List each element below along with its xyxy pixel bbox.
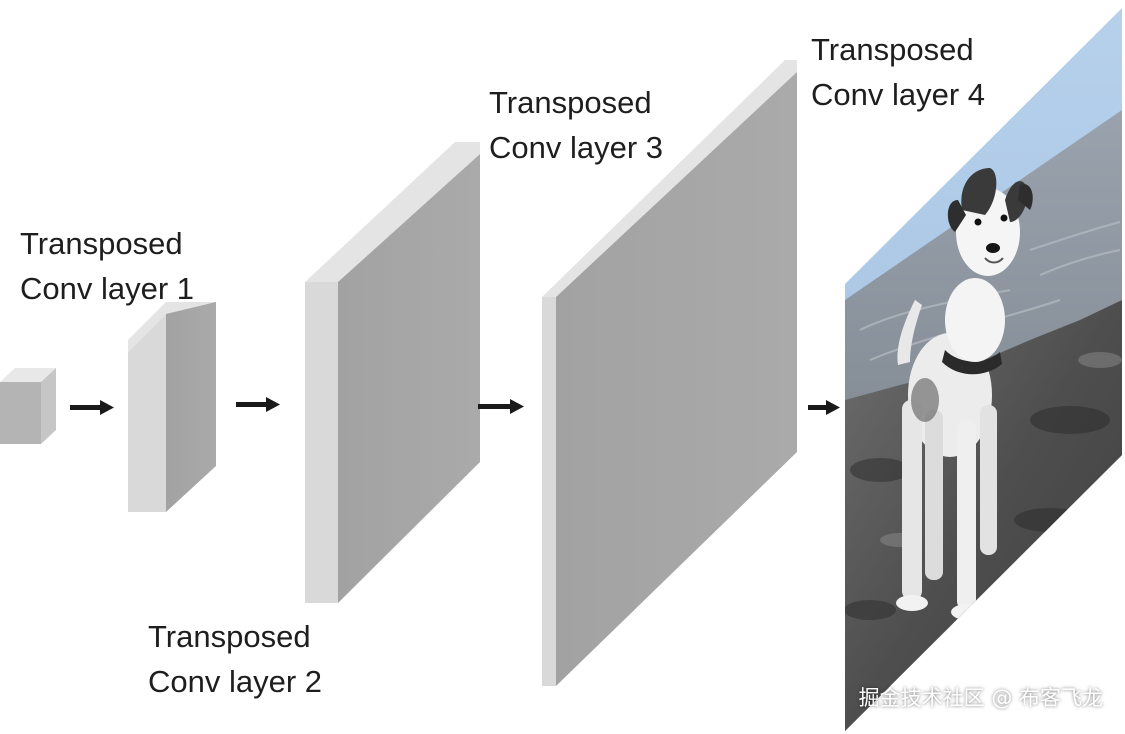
- conv-layer-3-block: [542, 60, 797, 686]
- conv-layer-3-label: Transposed Conv layer 3: [489, 80, 663, 170]
- conv-layer-2-block: [305, 142, 480, 603]
- conv-layer-1-label: Transposed Conv layer 1: [20, 221, 194, 311]
- label-line: Transposed: [148, 619, 311, 654]
- label-line: Transposed: [489, 85, 652, 120]
- arrow-icon: [236, 397, 280, 412]
- conv-layer-2-label: Transposed Conv layer 2: [148, 614, 322, 704]
- conv-layer-1-block: [128, 302, 216, 512]
- label-line: Conv layer 3: [489, 130, 664, 165]
- input-cube: [0, 368, 56, 444]
- label-line: Transposed: [20, 226, 183, 261]
- arrow-icon: [70, 400, 114, 415]
- label-line: Conv layer 2: [148, 664, 323, 699]
- label-line: Conv layer 4: [811, 77, 986, 112]
- label-line: Transposed: [811, 32, 974, 67]
- arrow-icon: [808, 400, 840, 415]
- conv-layer-4-label: Transposed Conv layer 4: [811, 27, 985, 117]
- watermark: 掘金技术社区 @ 布客飞龙: [858, 686, 1103, 710]
- arrow-icon: [478, 399, 524, 414]
- label-line: Conv layer 1: [20, 271, 195, 306]
